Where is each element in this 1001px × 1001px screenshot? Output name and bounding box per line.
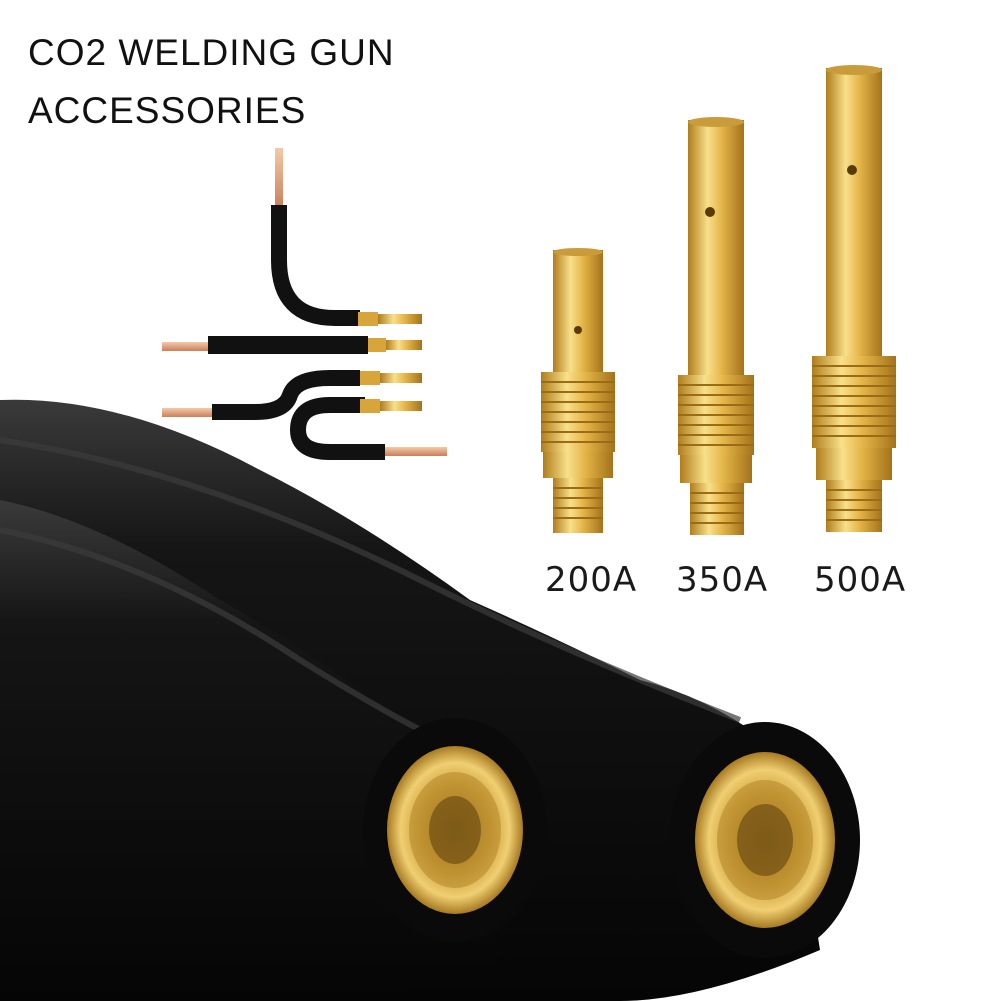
title-line-1: CO2 WELDING GUN <box>28 32 395 73</box>
label-500a: 500A <box>814 560 907 600</box>
tip-350a <box>678 117 754 535</box>
rubber-sleeve-front <box>0 500 547 1001</box>
tip-500a <box>812 65 896 532</box>
cable-bundle <box>162 148 447 460</box>
copper-pin <box>275 148 283 208</box>
title-line-2: ACCESSORIES <box>28 90 307 131</box>
tip-200a <box>541 248 615 533</box>
page-title: CO2 WELDING GUN ACCESSORIES <box>28 24 395 140</box>
label-350a: 350A <box>676 560 769 600</box>
label-200a: 200A <box>545 560 638 600</box>
cable-segment <box>271 205 360 326</box>
